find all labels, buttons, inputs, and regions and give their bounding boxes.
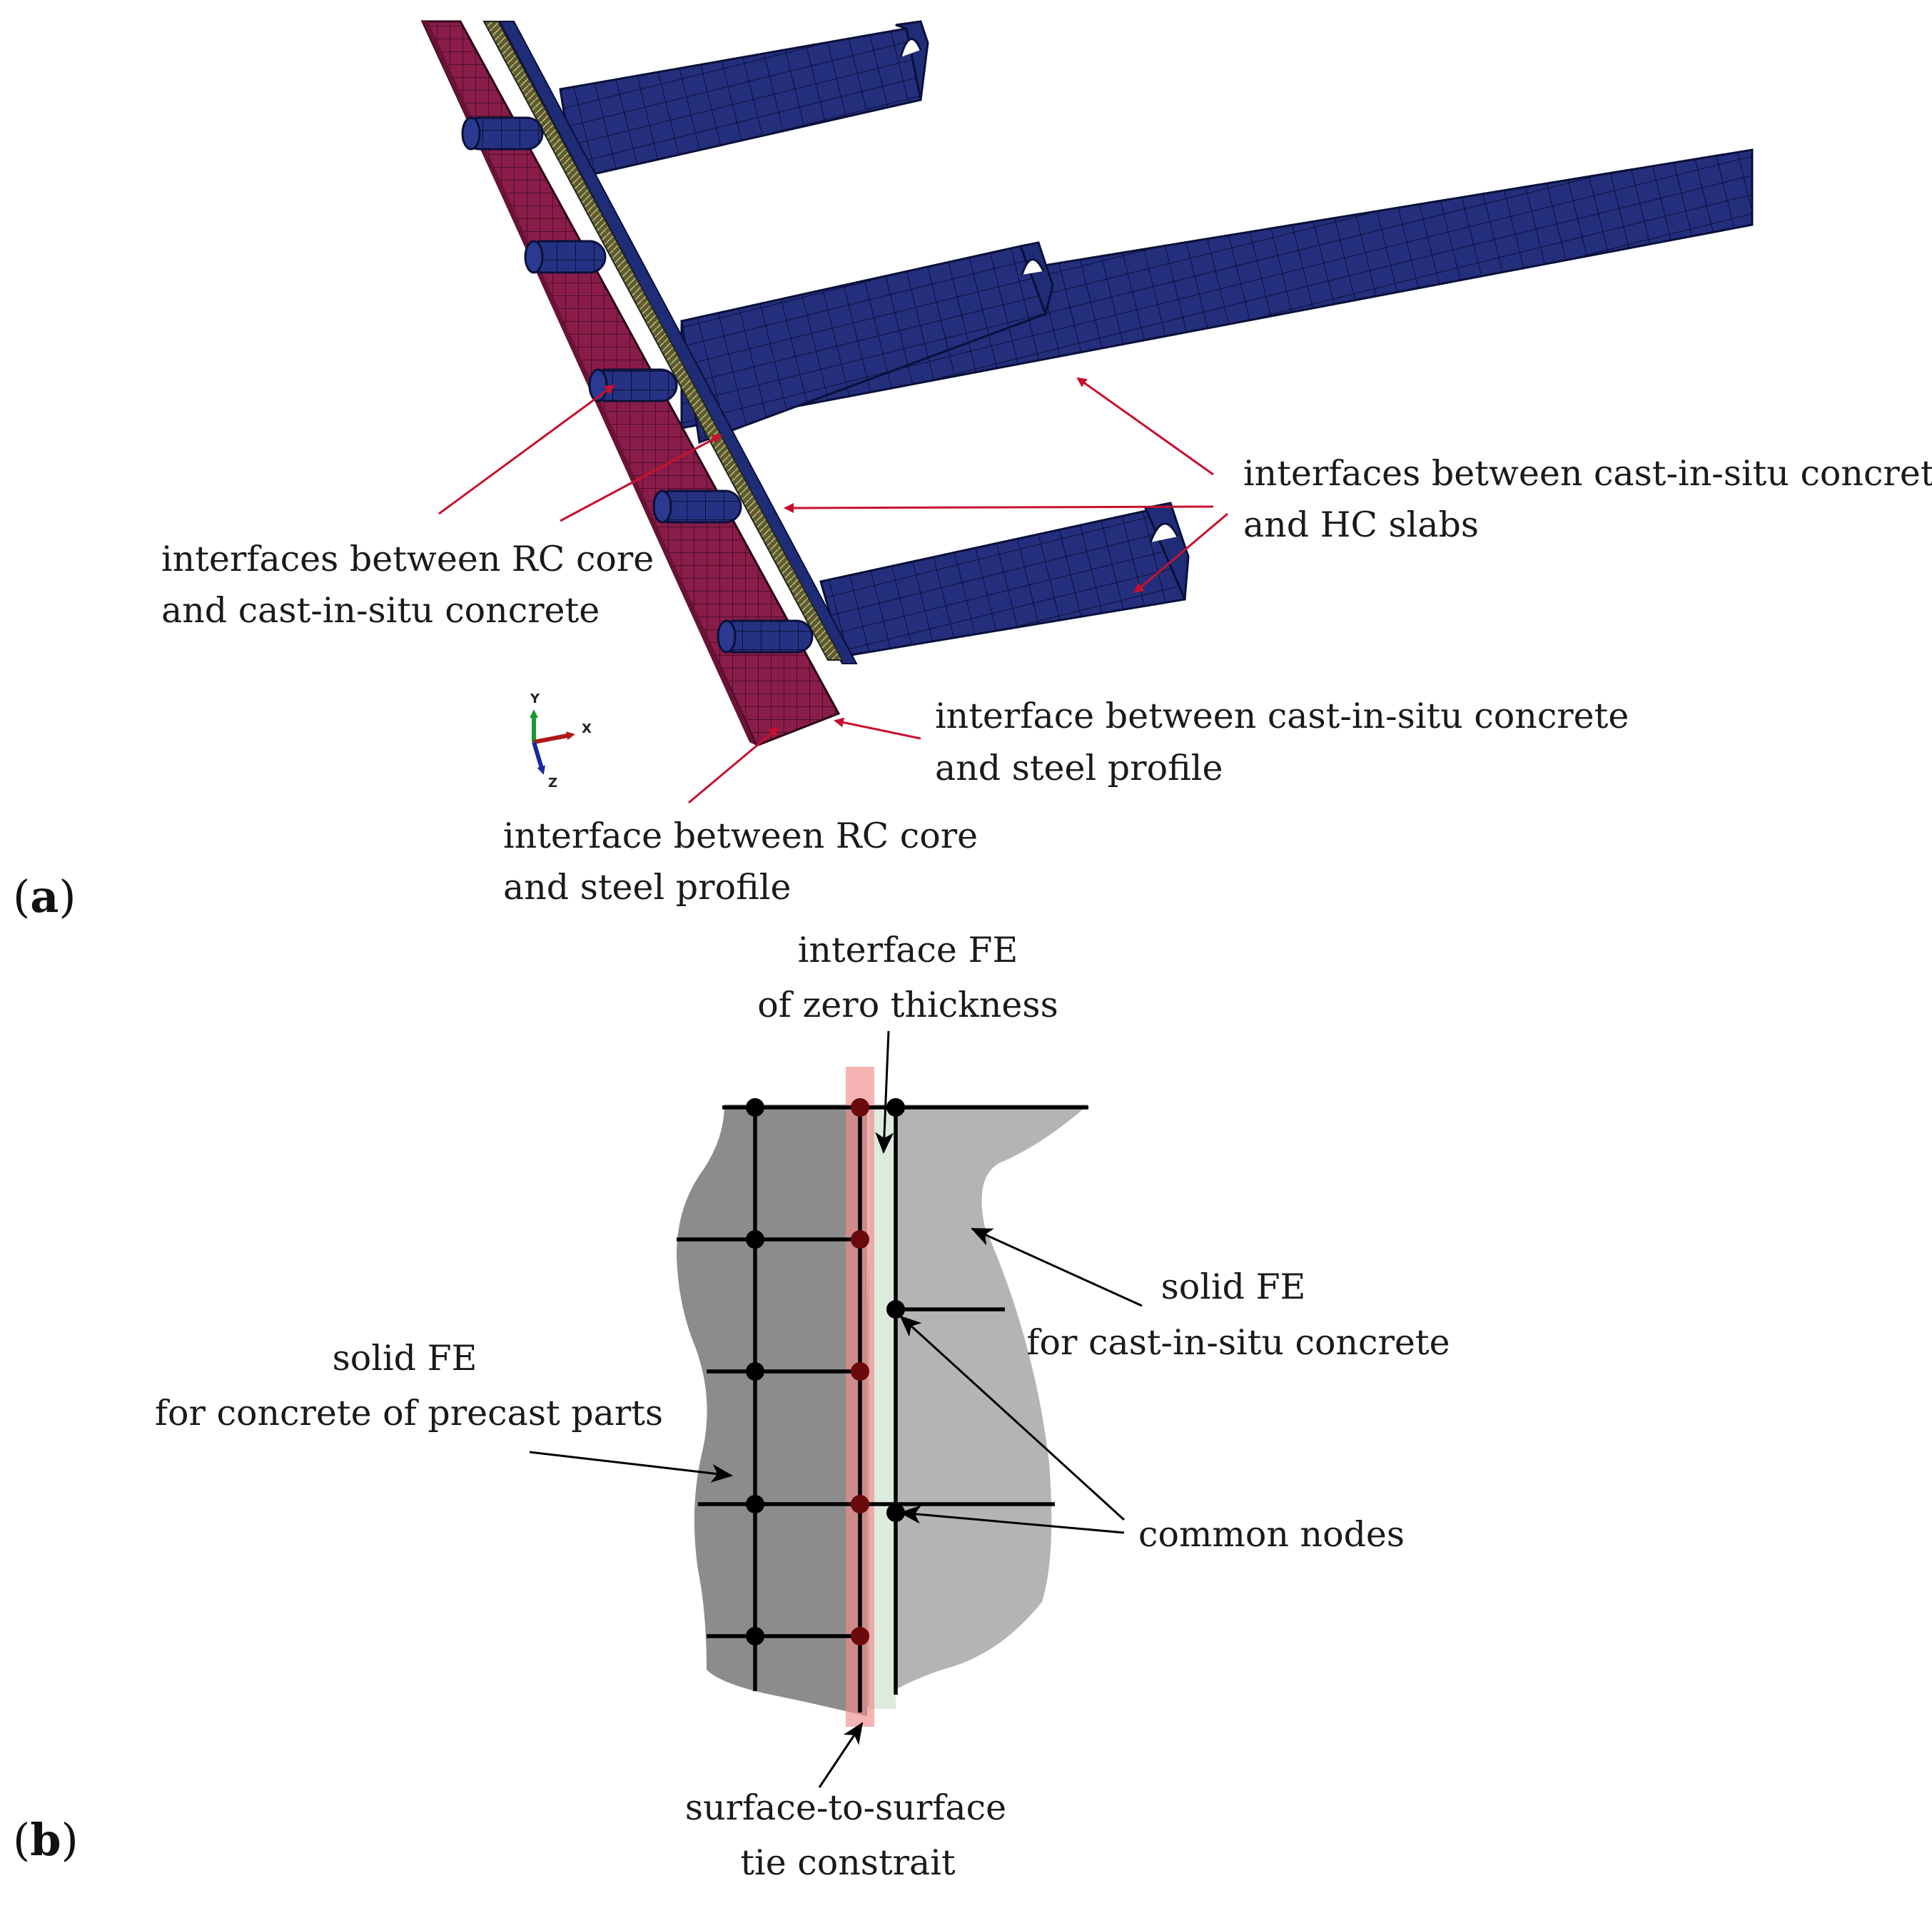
hc-slab-upper <box>559 20 929 180</box>
label-rc-cast-line1: interfaces between RC core <box>161 539 654 579</box>
label-rc-steel-line1: interface between RC core <box>503 816 978 856</box>
panel-label-b: (b) <box>13 1814 79 1866</box>
cast-in-situ-region <box>853 1105 1088 1712</box>
label-solid-cast-line2: for cast-in-situ concrete <box>1026 1322 1450 1363</box>
label-solid-precast-line1: solid FE <box>333 1338 477 1379</box>
mesh-nodes <box>746 1098 905 1645</box>
leader-arrows-a <box>438 377 1228 804</box>
label-common-nodes: common nodes <box>1138 1514 1405 1555</box>
label-solid-cast-line1: solid FE <box>1161 1267 1306 1307</box>
dowels <box>461 116 814 654</box>
label-cast-hc-line1: interfaces between cast-in-situ concrete <box>1243 453 1932 494</box>
precast-region <box>677 1105 867 1716</box>
axis-x-label: X <box>582 721 592 736</box>
leader-arrows-b <box>529 1030 1143 1788</box>
panel-a-fe-model: Y X Z interfaces between RC core and cas… <box>13 20 1932 923</box>
label-solid-precast-line2: for concrete of precast parts <box>155 1393 663 1434</box>
label-tie-line1: surface-to-surface <box>685 1787 1006 1828</box>
label-cast-hc-line2: and HC slabs <box>1243 504 1479 545</box>
label-interface-fe-line1: interface FE <box>798 930 1018 970</box>
tie-nodes <box>851 1098 869 1645</box>
panel-b-schematic: interface FE of zero thickness solid FE … <box>13 930 1450 1883</box>
label-rc-steel-line2: and steel profile <box>503 867 791 908</box>
label-tie-line2: tie constrait <box>740 1842 956 1883</box>
interface-strip <box>482 21 844 661</box>
hc-slab-lower <box>819 502 1190 658</box>
hc-slab-long <box>680 148 1754 430</box>
label-cast-steel-line2: and steel profile <box>935 748 1223 788</box>
label-cast-steel-line1: interface between cast-in-situ concrete <box>935 696 1629 736</box>
label-interface-fe-line2: of zero thickness <box>757 985 1058 1025</box>
axis-triad: Y X Z <box>530 691 592 791</box>
mesh-lines <box>677 1105 1088 1712</box>
panel-label-a: (a) <box>13 871 76 923</box>
axis-z-label: Z <box>548 776 557 791</box>
label-rc-cast-line2: and cast-in-situ concrete <box>161 590 600 631</box>
axis-y-label: Y <box>530 691 540 706</box>
